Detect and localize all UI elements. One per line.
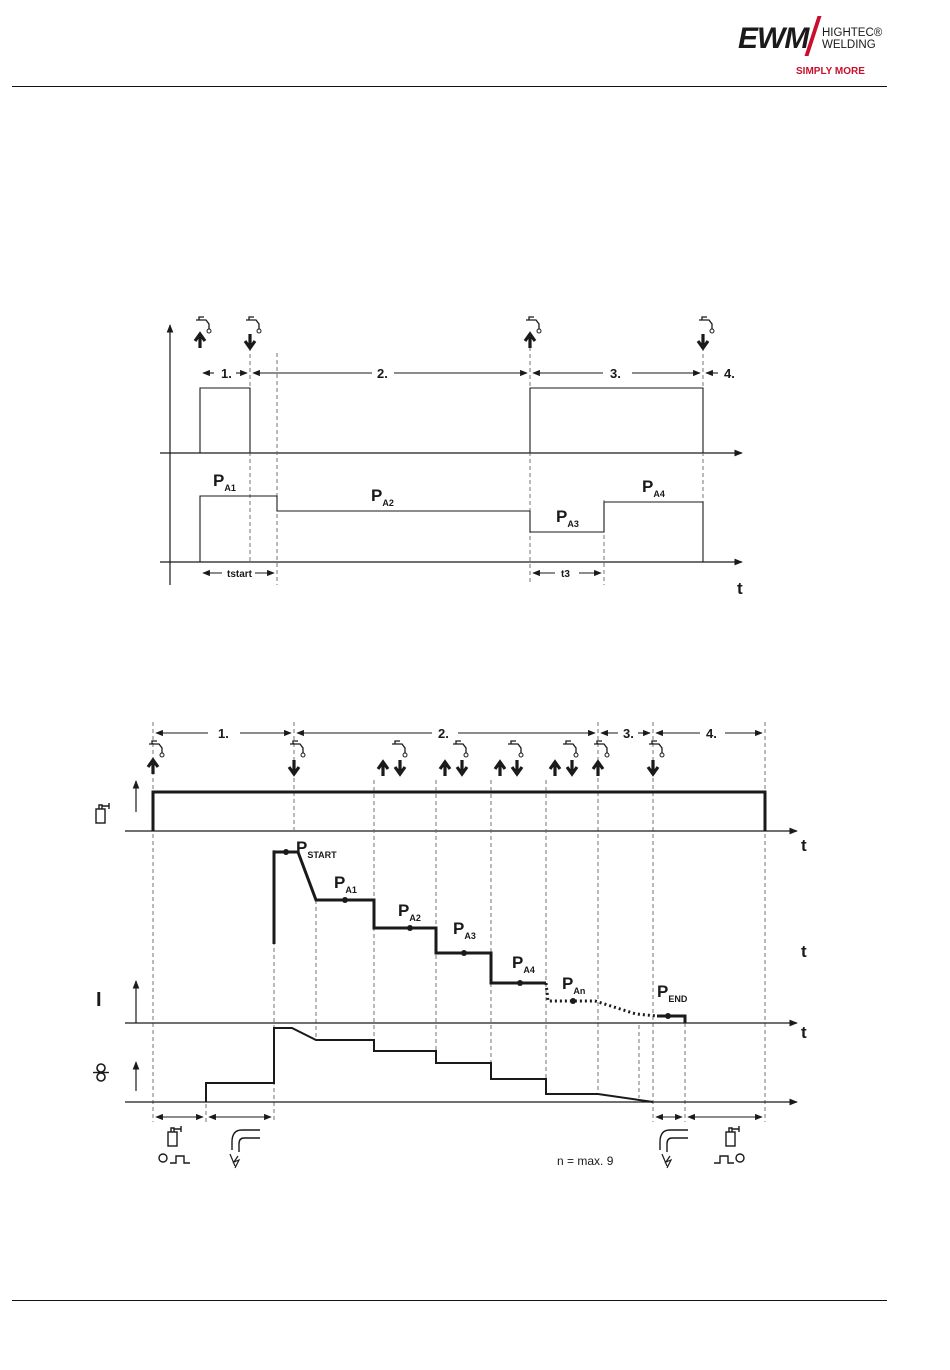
torch-trigger-tap-icon xyxy=(440,741,468,776)
torch-trigger-down-icon xyxy=(245,317,261,348)
welding-torch-icon xyxy=(660,1130,688,1168)
d1-current-profile xyxy=(200,496,703,562)
d2-phase-4: 4. xyxy=(706,726,717,741)
torch-trigger-up-icon xyxy=(525,317,541,348)
torch-trigger-up-icon xyxy=(148,741,164,774)
d2-axis-t3: t xyxy=(801,1023,807,1042)
d2-gas-signal xyxy=(153,792,765,831)
torch-trigger-up-icon xyxy=(593,741,609,776)
torch-trigger-tap-icon xyxy=(378,741,407,776)
d2-axis-t1: t xyxy=(801,836,807,855)
d2-phase-2: 2. xyxy=(438,726,449,741)
torch-trigger-down-icon xyxy=(289,741,305,774)
d1-t3-label: t3 xyxy=(561,569,570,580)
d2-label-pa1: PA1 xyxy=(334,873,357,895)
d2-label-pa4: PA4 xyxy=(512,953,535,975)
d2-note: n = max. 9 xyxy=(557,1154,614,1168)
torch-trigger-tap-icon xyxy=(550,741,578,776)
welding-torch-icon xyxy=(230,1130,260,1168)
d1-label-pa3: PA3 xyxy=(556,507,579,529)
d1-tstart-label: tstart xyxy=(227,569,253,580)
d2-label-pend: PEND xyxy=(657,982,688,1004)
d1-label-pa4: PA4 xyxy=(642,477,665,499)
d1-label-pa1: PA1 xyxy=(213,471,236,493)
diagram-2: 1. 2. 3. 4. t xyxy=(93,722,807,1168)
gas-preflow-icon xyxy=(159,1126,190,1163)
d2-phase-3: 3. xyxy=(623,726,634,741)
d1-trigger-signal xyxy=(170,388,703,453)
torch-trigger-up-icon xyxy=(195,317,211,348)
d2-label-pa2: PA2 xyxy=(398,901,421,923)
d1-phase-2: 2. xyxy=(377,366,388,381)
torch-trigger-down-icon xyxy=(648,741,664,774)
gas-postflow-icon xyxy=(714,1126,744,1163)
d2-label-pstart: PSTART xyxy=(296,838,337,860)
d1-phase-1: 1. xyxy=(221,366,232,381)
d2-label-pan: PAn xyxy=(562,974,585,996)
d1-phase-3: 3. xyxy=(610,366,621,381)
torch-trigger-tap-icon xyxy=(495,741,523,776)
d2-label-pa3: PA3 xyxy=(453,919,476,941)
d2-current-label: I xyxy=(96,989,102,1011)
gas-bottle-icon xyxy=(96,803,109,823)
d1-label-pa2: PA2 xyxy=(371,486,394,508)
d1-phase-4: 4. xyxy=(724,366,735,381)
wire-feed-icon xyxy=(93,1064,109,1081)
diagram-1: 1. 2. 3. 4. PA1 PA2 PA3 PA4 tstart t3 t xyxy=(160,317,743,598)
d2-wirefeed-profile xyxy=(206,1028,653,1102)
d2-axis-t2: t xyxy=(801,942,807,961)
torch-trigger-down-icon xyxy=(698,317,714,348)
d1-axis-t: t xyxy=(737,579,743,598)
d2-phase-1: 1. xyxy=(218,726,229,741)
